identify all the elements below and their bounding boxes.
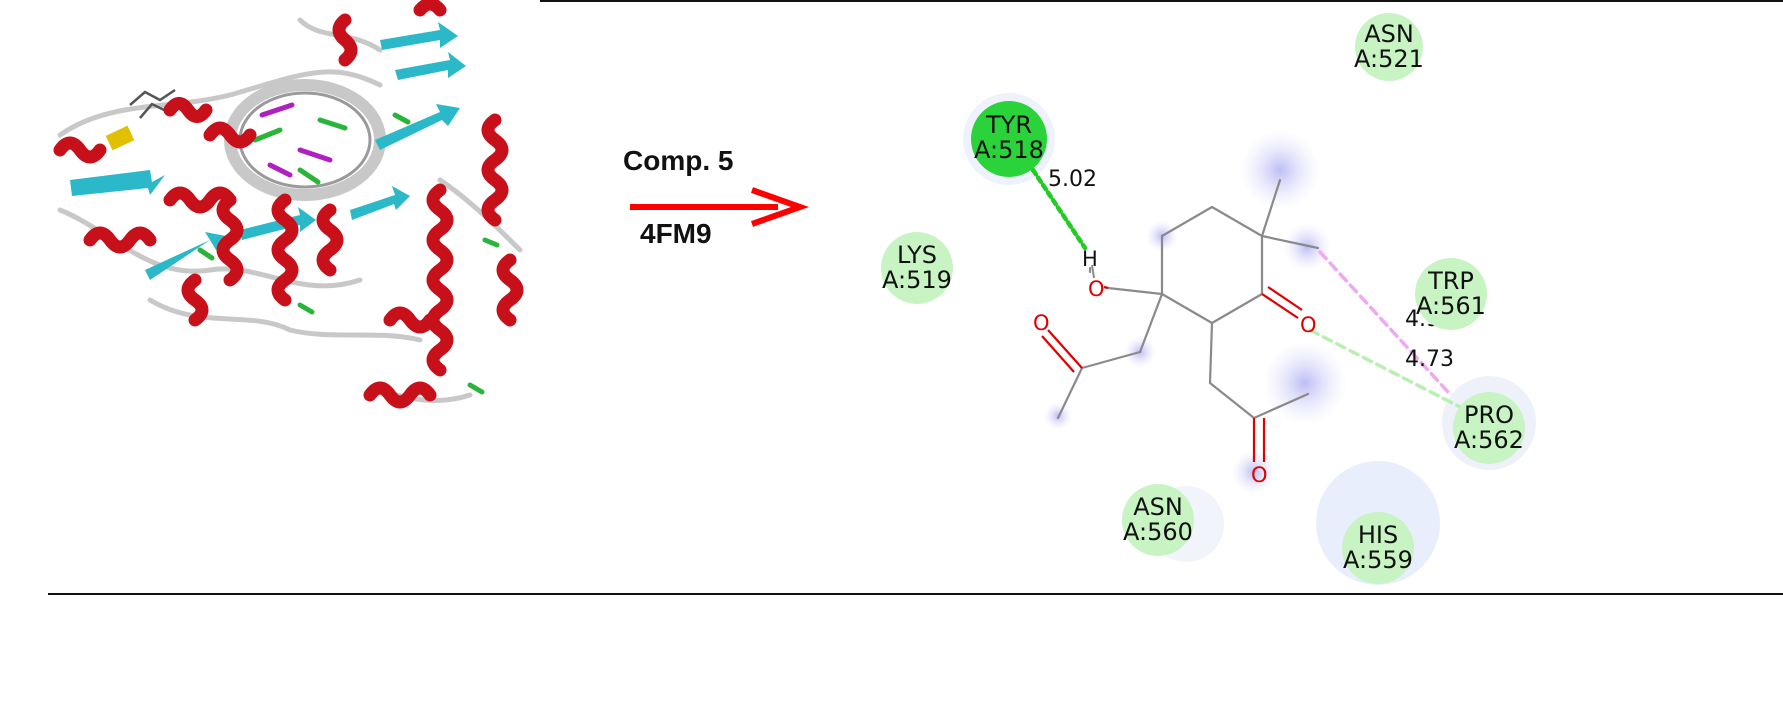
svg-text:PRO: PRO <box>1464 401 1514 429</box>
svg-text:A:559: A:559 <box>1343 546 1413 574</box>
pdb-label: 4FM9 <box>640 218 712 249</box>
atom-h: H <box>1082 247 1098 271</box>
svg-text:ASN: ASN <box>1133 493 1183 521</box>
svg-text:A:560: A:560 <box>1123 518 1193 546</box>
svg-text:TRP: TRP <box>1427 267 1474 295</box>
residue-his559: HIS A:559 <box>1342 512 1414 584</box>
compound-label: Comp. 5 <box>623 145 733 176</box>
oh-bond <box>1091 264 1095 279</box>
interaction-lines <box>1030 167 1464 410</box>
svg-text:ASN: ASN <box>1364 20 1414 48</box>
atom-o-hydroxyl: O <box>1088 277 1105 301</box>
alkyl-line-trp561 <box>1318 250 1450 394</box>
atom-o-ketone: O <box>1300 313 1317 337</box>
atom-labels: H O O O O <box>1033 247 1317 487</box>
distance-label-pro562: 4.73 <box>1405 347 1454 372</box>
carbonyl-bonds <box>1041 285 1303 462</box>
hbond-line-tyr518 <box>1030 167 1088 251</box>
distance-label-tyr518: 5.02 <box>1048 167 1097 192</box>
residue-tyr518: TYR A:518 <box>971 101 1047 177</box>
residue-pro562: PRO A:562 <box>1453 392 1525 464</box>
svg-text:A:518: A:518 <box>974 136 1044 164</box>
residue-asn521: ASN A:521 <box>1354 13 1424 81</box>
svg-text:LYS: LYS <box>897 241 937 269</box>
svg-text:A:519: A:519 <box>882 266 952 294</box>
svg-text:A:561: A:561 <box>1416 292 1486 320</box>
atom-o-acetyl-left: O <box>1033 311 1050 335</box>
svg-text:A:521: A:521 <box>1354 45 1424 73</box>
residue-trp561: TRP A:561 <box>1415 258 1487 330</box>
atom-o-acetyl-bottom: O <box>1251 463 1268 487</box>
arrow-head <box>750 187 809 227</box>
svg-text:A:562: A:562 <box>1454 426 1524 454</box>
interaction-map: H O O O O 5.02 4.99 4.73 ASN A:521 TYR A… <box>881 13 1536 585</box>
residue-lys519: LYS A:519 <box>881 232 953 304</box>
ligand-bonds <box>1056 178 1320 420</box>
carbon-hbond-line-pro562 <box>1308 328 1464 410</box>
svg-text:TYR: TYR <box>985 111 1032 139</box>
residue-asn560: ASN A:560 <box>1122 484 1194 556</box>
protein-ribbon-structure <box>53 0 524 409</box>
reaction-arrow-group: Comp. 5 4FM9 <box>623 145 809 249</box>
svg-text:HIS: HIS <box>1358 521 1398 549</box>
